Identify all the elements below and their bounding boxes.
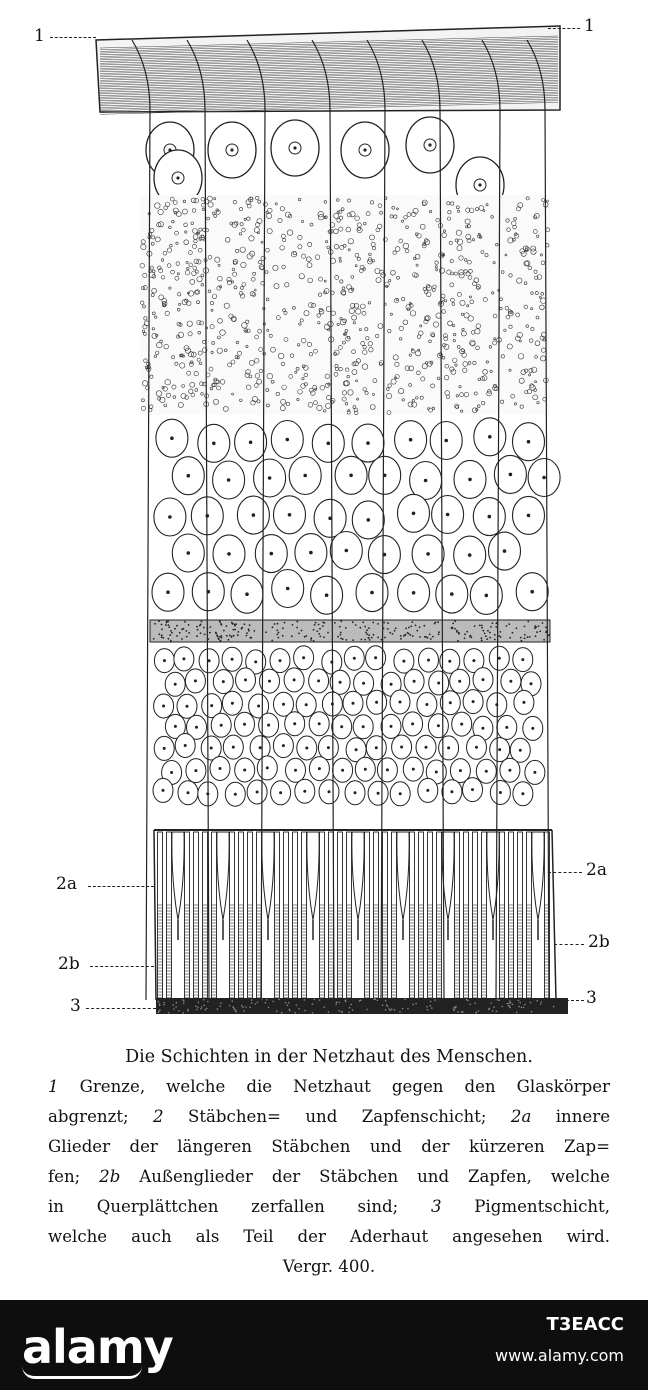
- caption-text: Glieder der längeren Stäbchen und der kü…: [48, 1137, 610, 1156]
- caption-num: 2: [153, 1107, 164, 1126]
- label-2b-right: 2b: [588, 932, 610, 952]
- inner-nuclear-layer: [151, 417, 561, 615]
- muller-fibres: [131, 39, 550, 1001]
- caption-text: Pigmentschicht,: [441, 1197, 610, 1216]
- watermark-site: www.alamy.com: [495, 1346, 624, 1365]
- caption-title: Die Schichten in der Netzhaut des Mensch…: [125, 1047, 533, 1067]
- caption-num: 2b: [99, 1167, 121, 1186]
- label-3-left: 3: [70, 996, 81, 1016]
- leader-2a-left: [88, 886, 154, 887]
- watermark-logo-arc: [22, 1366, 142, 1379]
- caption-num: 3: [430, 1197, 442, 1216]
- caption-num: 1: [48, 1077, 59, 1096]
- label-1-right: 1: [584, 16, 595, 36]
- leader-1-right: [548, 28, 580, 29]
- label-2a-left: 2a: [56, 874, 77, 894]
- watermark-stock-id: T3EACC: [546, 1314, 624, 1335]
- outer-limiting-band: [149, 619, 551, 643]
- label-2b-left: 2b: [58, 954, 80, 974]
- pigment-layer: [156, 998, 568, 1014]
- caption-text: Grenze, welche die Netzhaut gegen den Gl…: [58, 1077, 610, 1096]
- caption-text: welche auch als Teil der Aderhaut angese…: [48, 1227, 610, 1246]
- caption-text: innere: [531, 1107, 611, 1126]
- watermark-banner: alamy T3EACC www.alamy.com: [0, 1300, 648, 1390]
- leader-3-left: [86, 1008, 156, 1009]
- inner-limiting-membrane: [95, 25, 561, 115]
- caption-text: Außenglieder der Stäbchen und Zapfen, we…: [120, 1167, 610, 1186]
- figure-caption: Die Schichten in der Netzhaut des Mensch…: [48, 1042, 610, 1282]
- retina-layers-illustration: [95, 25, 568, 1014]
- ganglion-layer: [145, 116, 505, 214]
- caption-text: in Querplättchen zerfallen sind;: [48, 1197, 431, 1216]
- inner-plexiform-layer: [139, 195, 551, 415]
- caption-text: abgrenzt;: [48, 1107, 153, 1126]
- caption-body: 1 Grenze, welche die Netzhaut gegen den …: [48, 1072, 610, 1252]
- rod-cone-layer: [153, 829, 557, 1001]
- label-1-left: 1: [34, 26, 45, 46]
- leader-2b-right: [554, 944, 584, 945]
- outer-nuclear-layer: [152, 645, 546, 807]
- caption-magnification: Vergr. 400.: [282, 1257, 376, 1276]
- caption-text: Stäbchen= und Zapfenschicht;: [163, 1107, 511, 1126]
- caption-num: 2a: [510, 1107, 532, 1126]
- leader-2a-right: [548, 872, 582, 873]
- leader-3-right: [566, 1000, 584, 1001]
- label-2a-right: 2a: [586, 860, 607, 880]
- leader-2b-left: [90, 966, 154, 967]
- label-3-right: 3: [586, 988, 597, 1008]
- leader-1-left: [50, 37, 96, 38]
- caption-text: fen;: [48, 1167, 100, 1186]
- watermark-logo: alamy: [22, 1320, 174, 1374]
